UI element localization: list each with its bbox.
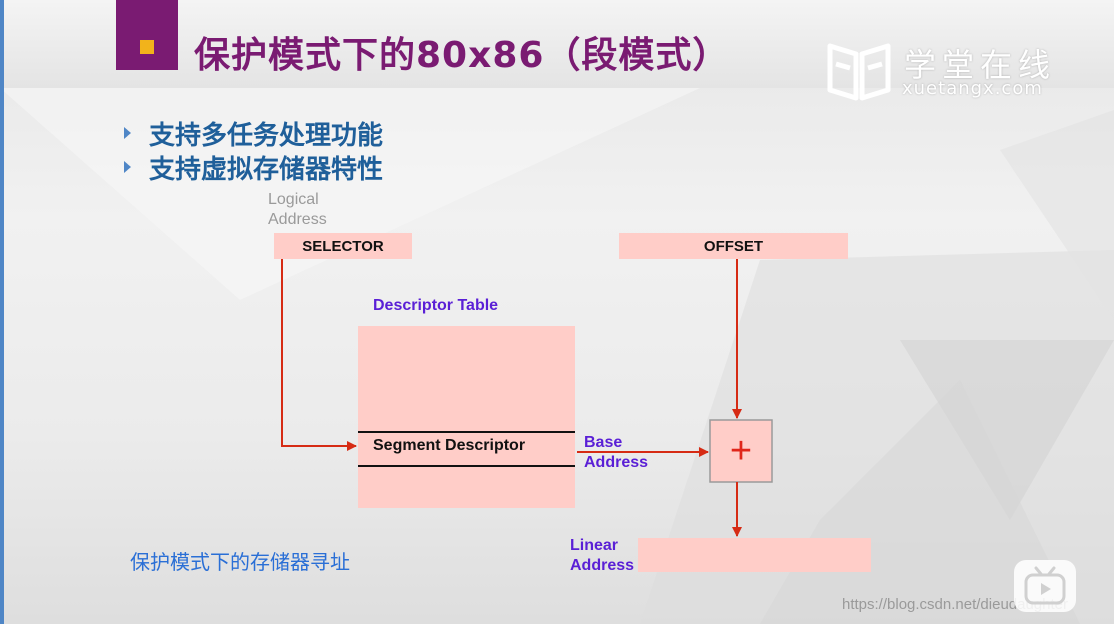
offset-label: OFFSET [703, 237, 764, 255]
slide-title: 保护模式下的80x86（段模式） [194, 35, 730, 76]
bullet-list: 支持多任务处理功能 支持虚拟存储器特性 [124, 116, 384, 185]
adder-plus-icon: + [729, 429, 753, 472]
logical-address-label-line2: Address [268, 211, 327, 228]
descriptor-table-label: Descriptor Table [373, 297, 499, 314]
bullet-item: 支持虚拟存储器特性 [124, 150, 384, 185]
bullet-item: 支持多任务处理功能 [124, 116, 384, 151]
selector-arrow [281, 259, 357, 451]
segment-descriptor-label: Segment Descriptor [373, 437, 526, 454]
bullet-arrow-icon [124, 127, 131, 139]
watermark: https://blog.csdn.net/dieudaughter [842, 596, 1068, 613]
linear-address-label-line2: Address [570, 557, 635, 574]
title-bar [0, 0, 1114, 88]
bullet-text: 支持虚拟存储器特性 [149, 154, 384, 185]
adder-box [709, 419, 773, 483]
base-address-label-line2: Address [584, 454, 649, 471]
selector-label: SELECTOR [302, 237, 384, 255]
title-tab [116, 0, 178, 70]
caption: 保护模式下的存储器寻址 [130, 550, 350, 574]
base-address-label-line1: Base [584, 434, 623, 451]
bullet-arrow-icon [124, 161, 131, 173]
logo-name-en: xuetangx.com [902, 78, 1043, 99]
linear-address-label-line1: Linear [570, 537, 619, 554]
logical-address-label-line1: Logical [268, 191, 319, 208]
descriptor-table-box [358, 326, 575, 508]
frame-left-edge [0, 0, 4, 624]
bilibili-tv-icon[interactable] [1014, 560, 1076, 612]
title-square-icon [140, 40, 154, 54]
selector-box [274, 233, 412, 259]
logo-name-cn: 学堂在线 [904, 46, 1057, 84]
offset-box [619, 233, 848, 259]
xuetangx-book-icon [827, 43, 891, 101]
linear-address-box [638, 538, 871, 572]
bullet-text: 支持多任务处理功能 [149, 120, 384, 151]
